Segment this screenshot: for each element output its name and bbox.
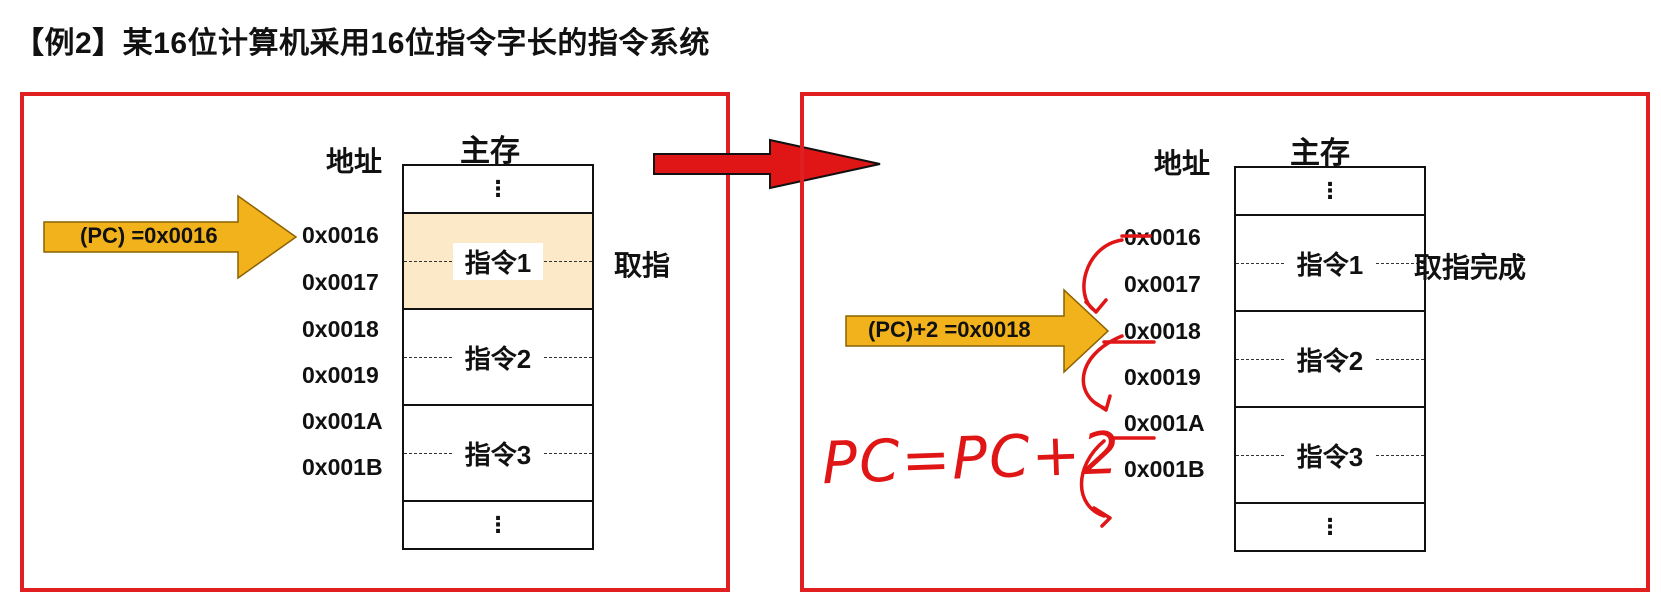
memory-cell-instruction-3: 指令3: [404, 404, 592, 500]
fetch-complete-status: 取指完成: [1414, 252, 1527, 283]
memory-header: 主存: [460, 135, 520, 168]
fetch-status: 取指: [614, 250, 671, 281]
address-label: 0x0019: [302, 362, 379, 388]
address-label: 0x0019: [1124, 364, 1201, 390]
memory-cell-instruction-2: 指令2: [1236, 310, 1424, 406]
handwritten-annotations: [1079, 234, 1156, 528]
memory-cell-instruction-1: 指令1: [1236, 214, 1424, 310]
memory-cell-instruction-2: 指令2: [404, 308, 592, 404]
address-header: 地址: [1154, 148, 1211, 179]
memory-cell-ellipsis-bottom: ⋮: [404, 500, 592, 548]
address-label: 0x0017: [1124, 271, 1201, 297]
memory-header: 主存: [1290, 137, 1350, 170]
pc-arrow: [845, 288, 1110, 374]
pc-value-label: (PC)+2 =0x0018: [868, 317, 1031, 342]
panel-before-fetch: 地址 主存 ⋮ 指令1 指令2 指令3 ⋮ 0x0016 0x0017 0x00…: [20, 92, 730, 592]
memory-cell-ellipsis-top: ⋮: [1236, 166, 1424, 214]
memory-table: ⋮ 指令1 指令2 指令3 ⋮: [1234, 166, 1426, 552]
transition-arrow: [653, 138, 881, 190]
pc-value-label: (PC) =0x0016: [80, 223, 218, 248]
address-label: 0x001A: [1124, 410, 1205, 436]
page-title: 【例2】某16位计算机采用16位指令字长的指令系统: [14, 27, 710, 60]
address-label: 0x0017: [302, 269, 379, 295]
panel-after-fetch: 地址 主存 ⋮ 指令1 指令2 指令3 ⋮ 0x0016 0x0017 0x00…: [800, 92, 1650, 592]
address-label: 0x001A: [302, 408, 383, 434]
memory-cell-instruction-1: 指令1: [404, 212, 592, 308]
address-header: 地址: [326, 146, 383, 177]
memory-cell-instruction-3: 指令3: [1236, 406, 1424, 502]
address-label: 0x0018: [1124, 318, 1201, 344]
handwritten-pc-formula: PC=PC+2: [820, 418, 1123, 498]
address-label: 0x001B: [302, 454, 383, 480]
address-label: 0x0016: [302, 222, 379, 248]
memory-cell-ellipsis-bottom: ⋮: [1236, 502, 1424, 550]
address-label: 0x0018: [302, 316, 379, 342]
address-label: 0x001B: [1124, 456, 1205, 482]
memory-cell-ellipsis-top: ⋮: [404, 164, 592, 212]
pc-arrow: [43, 194, 298, 280]
memory-table: ⋮ 指令1 指令2 指令3 ⋮: [402, 164, 594, 550]
